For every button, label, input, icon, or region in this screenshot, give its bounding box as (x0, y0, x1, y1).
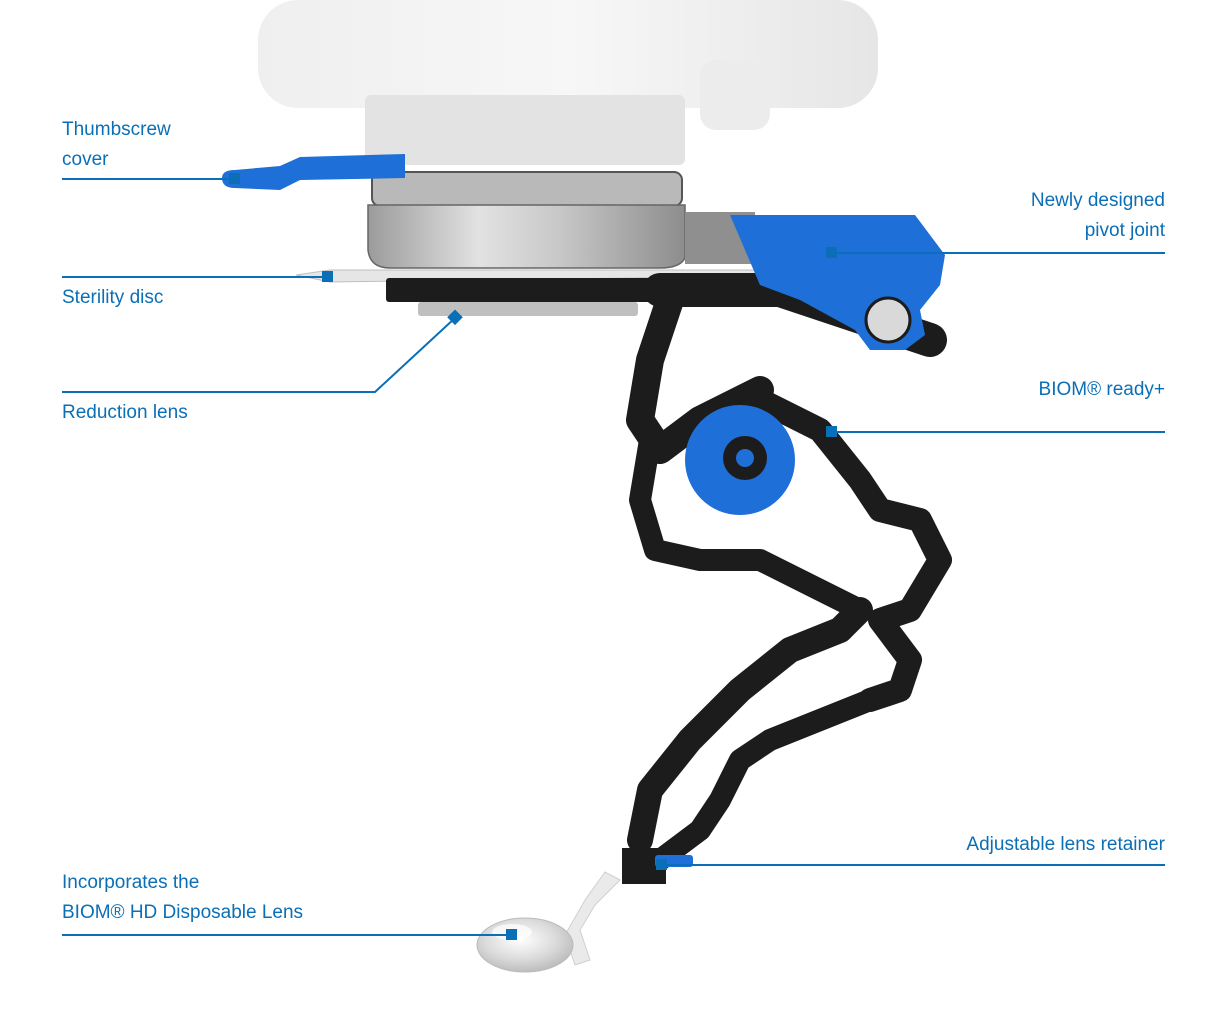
marker-reduction (447, 309, 463, 326)
thumbscrew-cover (222, 154, 405, 190)
callout-lines (62, 178, 1165, 936)
marker-retainer (656, 859, 667, 870)
marker-disposable (506, 929, 517, 940)
callout-markers (229, 173, 837, 940)
label-retainer-line-1: Adjustable lens retainer (966, 834, 1165, 855)
microscope-head-ghost (258, 0, 878, 165)
pivot-joint (730, 215, 945, 350)
marker-thumbscrew (229, 173, 240, 184)
label-thumbscrew-cover: Thumbscrew cover (62, 115, 171, 175)
black-ring (386, 278, 666, 316)
label-biom-line-1: BIOM® ready+ (1038, 379, 1165, 400)
metal-ring (367, 171, 755, 269)
marker-sterility (322, 271, 333, 282)
label-biom-ready: BIOM® ready+ (1039, 375, 1165, 405)
label-lens-retainer: Adjustable lens retainer (966, 830, 1165, 860)
support-frame (622, 273, 952, 884)
marker-biom (826, 426, 837, 437)
label-reduction-lens: Reduction lens (62, 398, 188, 428)
label-thumbscrew-line-2: cover (62, 149, 109, 170)
label-reduction-line-1: Reduction lens (62, 402, 188, 423)
label-pivot-joint: Newly designed pivot joint (1031, 186, 1165, 246)
callout-reduction (62, 317, 456, 393)
label-thumbscrew-line-1: Thumbscrew (62, 119, 171, 140)
label-disposable-lens: Incorporates the BIOM® HD Disposable Len… (62, 868, 303, 928)
label-disposable-line-1: Incorporates the (62, 872, 200, 893)
disposable-lens (476, 871, 621, 973)
label-sterility-line-1: Sterility disc (62, 287, 164, 308)
label-pivot-line-2: pivot joint (1084, 220, 1165, 241)
marker-pivot (826, 247, 837, 258)
label-sterility-disc: Sterility disc (62, 283, 163, 313)
label-disposable-line-2: BIOM® HD Disposable Lens (62, 902, 304, 923)
label-pivot-line-1: Newly designed (1030, 190, 1165, 211)
biom-ready-knob (685, 405, 795, 515)
